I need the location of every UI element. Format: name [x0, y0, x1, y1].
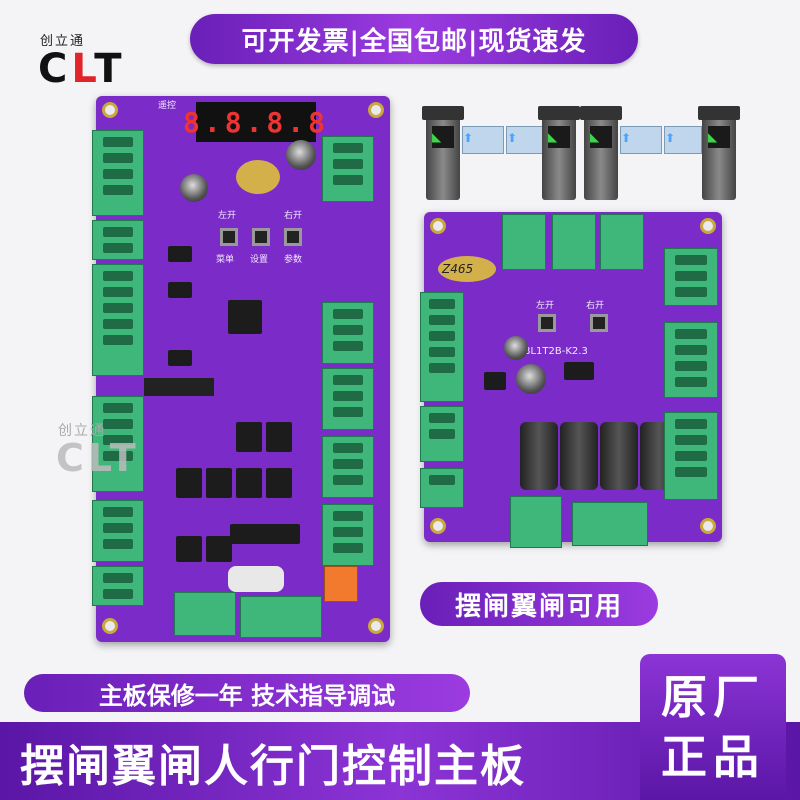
- mount-hole: [430, 518, 446, 534]
- mosfet: [266, 468, 292, 498]
- terminal-block: [322, 436, 374, 498]
- terminal-block: [92, 396, 144, 492]
- compatibility-pill: 摆闸翼闸可用: [420, 582, 658, 626]
- mount-hole: [102, 618, 118, 634]
- capacitor: [180, 174, 208, 202]
- turnstile-illustration-left: ◣ ⬆ ⬆ ◣: [420, 96, 580, 206]
- terminal-block: [664, 322, 718, 398]
- orange-terminal: [324, 566, 358, 602]
- handwritten-mark: Z465: [442, 262, 474, 276]
- buzzer: [236, 160, 280, 194]
- terminal-block: [552, 214, 596, 270]
- terminal-block: [420, 406, 464, 462]
- logo-clt: CLT: [38, 46, 126, 92]
- electrolytic-capacitor: [600, 422, 638, 490]
- model-label: XH-BL1T2B-K2.3: [506, 346, 588, 357]
- watermark-clt: CLT: [56, 436, 140, 480]
- terminal-block: [510, 496, 562, 548]
- left-control-board: 8.8.8.8 遥控 左开 右开 菜单 设置 参数: [92, 96, 390, 642]
- mount-hole: [430, 218, 446, 234]
- ic-chip: [168, 350, 192, 366]
- top-banner: 可开发票|全国包邮|现货速发: [190, 14, 638, 64]
- terminal-block: [322, 302, 374, 364]
- terminal-block: [240, 596, 322, 638]
- ic-chip: [564, 362, 594, 380]
- terminal-block: [420, 292, 464, 402]
- terminal-block: [92, 500, 144, 562]
- terminal-block: [420, 468, 464, 508]
- terminal-block: [664, 248, 718, 306]
- mount-hole: [700, 518, 716, 534]
- terminal-block: [664, 412, 718, 500]
- ic-chip: [484, 372, 506, 390]
- terminal-block: [92, 264, 144, 376]
- mount-hole: [102, 102, 118, 118]
- label-right-open: 右开: [284, 211, 303, 221]
- label-right-open: 右开: [586, 301, 605, 311]
- menu-button: [220, 228, 238, 246]
- ic-chip: [168, 246, 192, 262]
- label-param: 参数: [284, 255, 303, 265]
- mount-hole: [368, 102, 384, 118]
- set-button: [252, 228, 270, 246]
- seven-segment-display: 8.8.8.8: [183, 102, 325, 142]
- terminal-block: [322, 504, 374, 566]
- mount-hole: [700, 218, 716, 234]
- mcu-chip: [228, 300, 262, 334]
- buzzer: [438, 256, 496, 282]
- mosfet: [236, 422, 262, 452]
- right-open-button: [590, 314, 608, 332]
- relay: [230, 524, 300, 544]
- warranty-pill: 主板保修一年 技术指导调试: [24, 674, 470, 712]
- capacitor: [516, 364, 546, 394]
- mosfet: [266, 422, 292, 452]
- terminal-block: [502, 214, 546, 270]
- badge-line-2: 正品: [661, 730, 765, 784]
- right-control-board: Z465 左开 右开 XH-BL1T2B-K2.3: [420, 212, 722, 548]
- terminal-block: [322, 368, 374, 430]
- mosfet: [206, 536, 232, 562]
- terminal-block: [600, 214, 644, 270]
- mosfet: [206, 468, 232, 498]
- terminal-block: [572, 502, 648, 546]
- label-remote: 遥控: [158, 101, 177, 111]
- electrolytic-capacitor: [560, 422, 598, 490]
- label-left-open: 左开: [218, 211, 237, 221]
- terminal-block: [174, 592, 236, 636]
- left-open-button: [538, 314, 556, 332]
- badge-line-1: 原厂: [661, 670, 765, 724]
- electrolytic-capacitor: [520, 422, 558, 490]
- param-button: [284, 228, 302, 246]
- top-banner-text: 可开发票|全国包邮|现货速发: [241, 26, 587, 57]
- product-title: 摆闸翼闸人行门控制主板: [20, 741, 526, 792]
- label-menu: 菜单: [216, 255, 235, 265]
- mount-hole: [368, 618, 384, 634]
- pin-header: [144, 378, 214, 396]
- turnstile-illustration-right: ◣ ⬆ ⬆ ◣: [578, 96, 742, 206]
- ic-chip: [168, 282, 192, 298]
- genuine-badge: 原厂 正品: [640, 654, 786, 800]
- label-set: 设置: [250, 255, 269, 265]
- terminal-block: [322, 136, 374, 202]
- logo-chinese: 创立通: [40, 34, 86, 49]
- capacitor: [286, 140, 316, 170]
- terminal-block: [92, 130, 144, 216]
- cement-resistor: [228, 566, 284, 592]
- terminal-block: [92, 566, 144, 606]
- label-left-open: 左开: [536, 301, 555, 311]
- watermark-chinese: 创立通: [58, 423, 106, 439]
- mosfet: [176, 468, 202, 498]
- mosfet: [176, 536, 202, 562]
- terminal-block: [92, 220, 144, 260]
- mosfet: [236, 468, 262, 498]
- capacitor: [504, 336, 528, 360]
